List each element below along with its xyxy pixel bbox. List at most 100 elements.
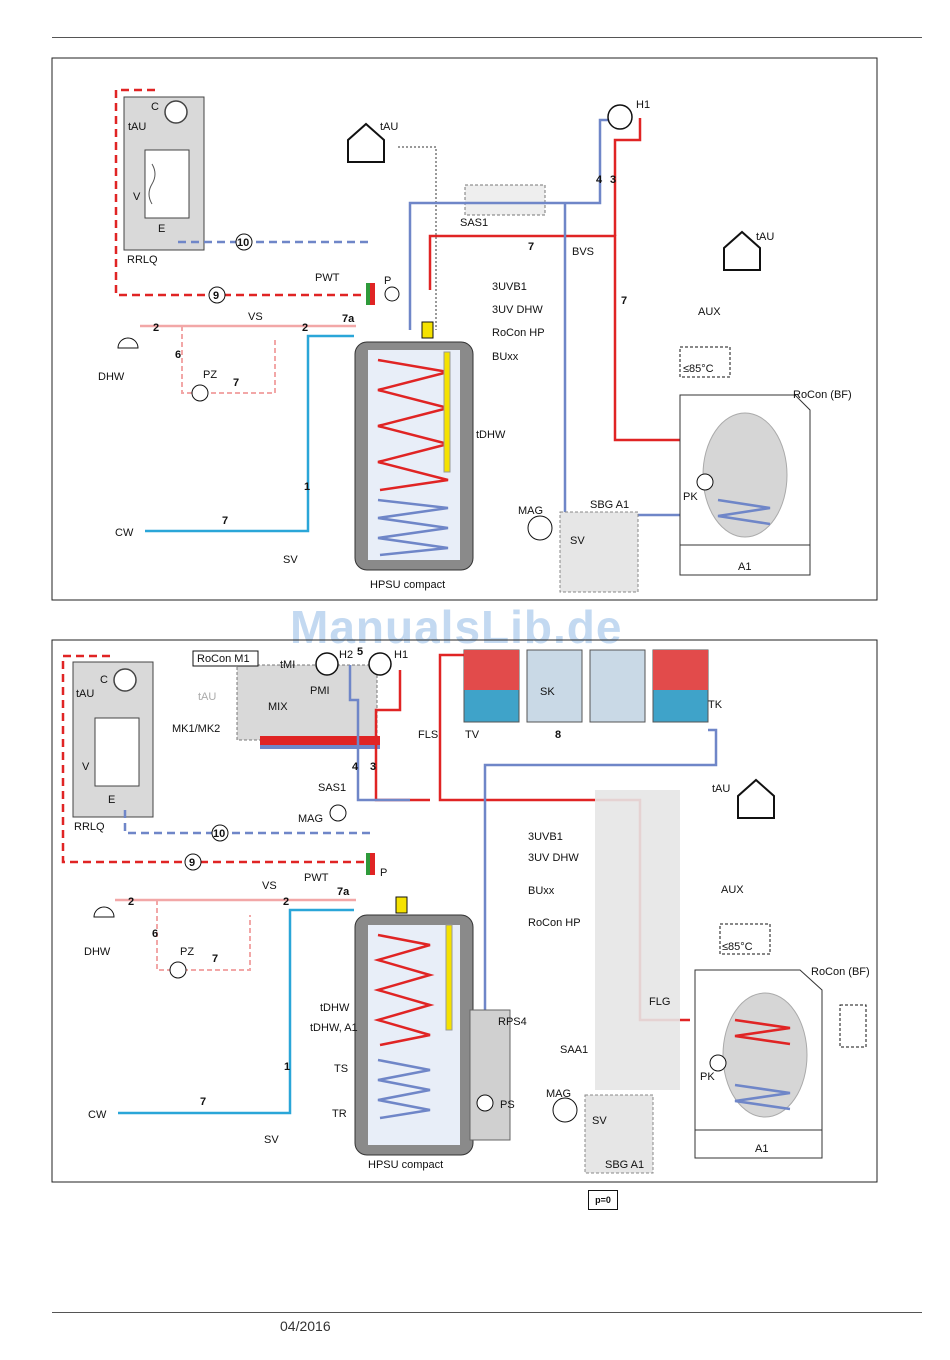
- boiler-coil-supply-2: [734, 1018, 791, 1046]
- rrlq-e-label-2: E: [108, 794, 115, 806]
- 3uvdhw-label-2: 3UV DHW: [528, 852, 579, 864]
- house-icon-2: [737, 778, 775, 819]
- buxx-label-2: BUxx: [528, 885, 555, 897]
- sbg-a1-box: [559, 511, 639, 593]
- pump-p-icon: [384, 286, 400, 302]
- rocon-hp-label: RoCon HP: [492, 327, 545, 339]
- pwt-label: PWT: [315, 272, 340, 284]
- solar-collector-3: [589, 649, 646, 723]
- h1-radiator-icon-2: [368, 652, 392, 676]
- pmi-label: PMI: [310, 685, 330, 697]
- line-10-number-2: 10: [213, 828, 225, 840]
- ts-label: TS: [334, 1063, 348, 1075]
- rrlq-unit-2: [72, 661, 154, 818]
- ps-label: PS: [500, 1099, 515, 1111]
- return-pipe-main: [408, 118, 614, 330]
- cw-label: CW: [115, 527, 134, 539]
- sbg-label: SBG A1: [590, 499, 629, 511]
- rrlq-label-2: RRLQ: [74, 821, 105, 833]
- pipe-7a-number: 7a: [342, 313, 355, 325]
- tdhwa1-label: tDHW, A1: [310, 1022, 358, 1034]
- refrigerant-line-9: [114, 88, 368, 297]
- tau-unused-label: tAU: [198, 691, 216, 703]
- top-rule: [52, 37, 922, 38]
- pipe-6-number: 6: [175, 349, 181, 361]
- rocon-bf-label: RoCon (BF): [793, 389, 852, 401]
- pressure-badge: p=0: [588, 1190, 618, 1210]
- tr-label: TR: [332, 1108, 347, 1120]
- burner-warning-box: [839, 1004, 867, 1048]
- fls-label: FLS: [418, 729, 438, 741]
- pwt-label-2: PWT: [304, 872, 329, 884]
- aux-label: AUX: [698, 306, 721, 318]
- pipe-6-number-2: 6: [152, 928, 158, 940]
- sk-label: SK: [540, 686, 555, 698]
- footer-date: 04/2016: [280, 1318, 331, 1334]
- rocon-hp-label-2: RoCon HP: [528, 917, 581, 929]
- h1-label: H1: [636, 99, 650, 111]
- line-9-marker-2: [184, 853, 202, 871]
- buxx-label: BUxx: [492, 351, 519, 363]
- return-pipe-2: [348, 665, 410, 802]
- manifold-bar: [260, 736, 380, 745]
- tdhw-label-2: tDHW: [320, 1002, 350, 1014]
- rrlq-fan-block-2: [94, 717, 140, 787]
- mag-vessel-icon-2: [329, 804, 347, 822]
- line-9-number-2: 9: [189, 857, 195, 869]
- pz-label: PZ: [203, 369, 217, 381]
- aux-label-2: AUX: [721, 884, 744, 896]
- house-right-tau-label: tAU: [756, 231, 774, 243]
- temp-limit-box: [679, 346, 731, 378]
- cold-water-pipe: [145, 334, 354, 533]
- mk-label: MK1/MK2: [172, 723, 220, 735]
- rrlq-tau-label-2: tAU: [76, 688, 94, 700]
- sbg-label-2: SBG A1: [605, 1159, 644, 1171]
- solar-pump-icon: [476, 1094, 494, 1112]
- rrlq-tau-label: tAU: [128, 121, 146, 133]
- dhw-shower-icon: [117, 337, 139, 349]
- circulation-pipe-2: [156, 900, 251, 971]
- boiler-heat-exchanger-2: [722, 992, 808, 1118]
- pz-label-2: PZ: [180, 946, 194, 958]
- rps4-unit: [469, 1009, 511, 1141]
- dhw-heater-rod-2: [445, 924, 453, 1031]
- rrlq-v-label-2: V: [82, 761, 90, 773]
- flg-label: FLG: [649, 996, 670, 1008]
- house-tau-label-2: tAU: [712, 783, 730, 795]
- pwt-exchanger-hot: [370, 283, 375, 305]
- h1-label-2: H1: [394, 649, 408, 661]
- line-9-number: 9: [213, 290, 219, 302]
- a1-boiler-base-2: [694, 1129, 823, 1159]
- pipe-7a-number-2: 7a: [337, 886, 350, 898]
- circulation-pump-icon-2: [169, 961, 187, 979]
- compressor-icon: [164, 100, 188, 124]
- sv-label-2: SV: [264, 1134, 279, 1146]
- house-sensor-line: [398, 146, 437, 330]
- 3uvdhw-label: 3UV DHW: [492, 304, 543, 316]
- solar-return-pipe: [483, 728, 718, 1100]
- line-9-marker: [208, 286, 226, 304]
- pk-label: PK: [683, 491, 698, 503]
- hpsu-label: HPSU compact: [370, 579, 445, 591]
- bvs-label: BVS: [572, 246, 594, 258]
- 3uvb1-label-2: 3UVB1: [528, 831, 563, 843]
- temp-limit-box-2: [719, 923, 771, 955]
- compressor-icon-2: [113, 668, 137, 692]
- rrlq-e-label: E: [158, 223, 165, 235]
- a1-label: A1: [738, 561, 751, 573]
- booster-heater-warning-icon-2: [395, 896, 408, 914]
- sbg-sv-label-2: SV: [592, 1115, 607, 1127]
- saa1-zone: [595, 790, 680, 1090]
- solar-collector-2: [526, 649, 583, 723]
- rrlq-v-label: V: [133, 191, 141, 203]
- pipe-4-number-2: 4: [352, 761, 359, 773]
- temp-limit-label-2: ≤85°C: [722, 941, 753, 953]
- sbg-a1-box-2: [584, 1094, 654, 1174]
- circulation-pump-icon: [191, 384, 209, 402]
- mix-label: MIX: [268, 701, 288, 713]
- line-10-number: 10: [237, 237, 249, 249]
- boiler-pump-icon: [696, 473, 714, 491]
- pipe-1-number: 1: [304, 481, 310, 493]
- hpsu-label-2: HPSU compact: [368, 1159, 443, 1171]
